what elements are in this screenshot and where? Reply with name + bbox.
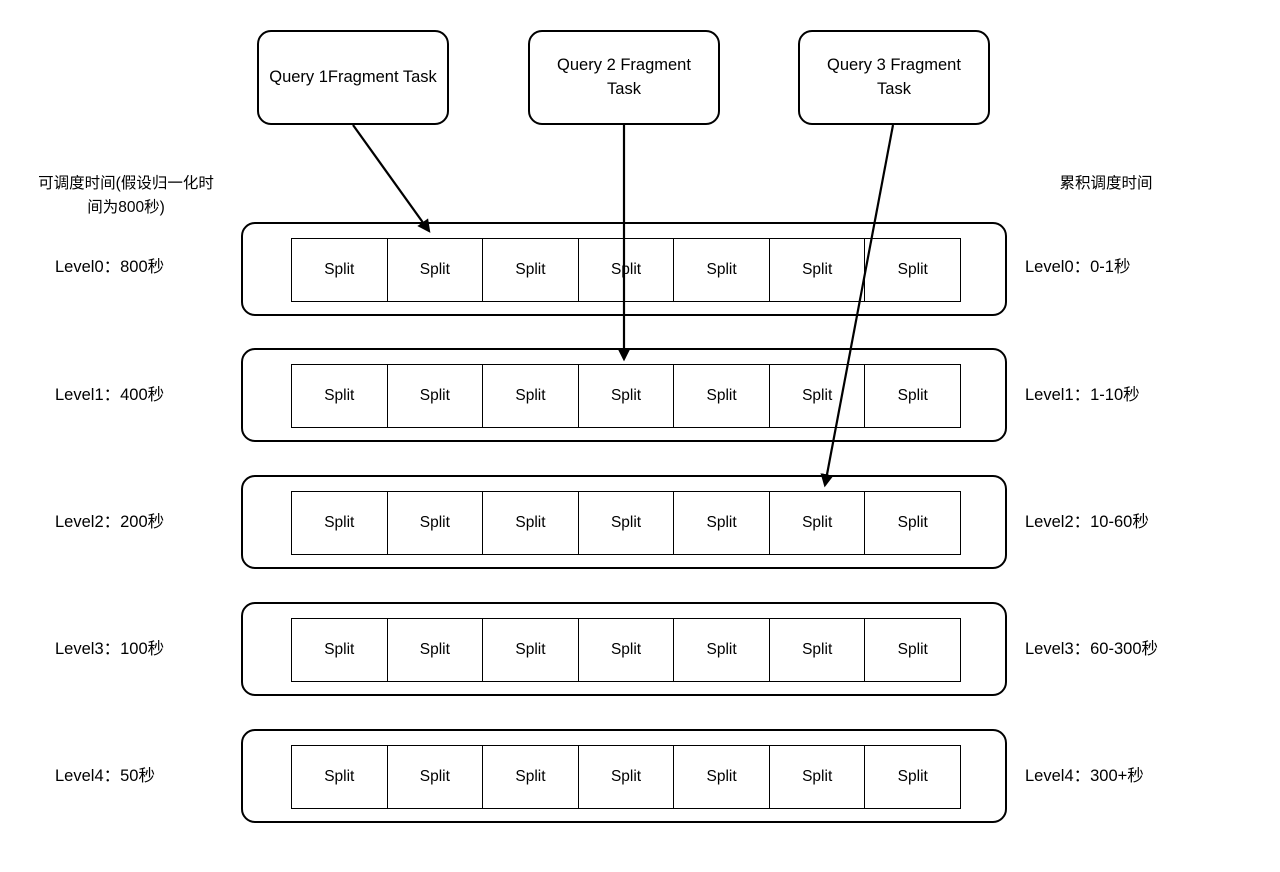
- split-group-2: Split Split Split Split Split Split Spli…: [291, 491, 961, 555]
- split-cell[interactable]: Split: [770, 619, 866, 681]
- split-cell[interactable]: Split: [292, 239, 388, 301]
- split-cell[interactable]: Split: [897, 641, 928, 658]
- left-level-label-3: Level3：100秒: [55, 640, 165, 658]
- left-level-label-0: Level0：800秒: [55, 258, 165, 276]
- level-row-0[interactable]: Split Split Split Split Split Split Spli…: [241, 222, 1007, 316]
- left-level-label-2: Level2：200秒: [55, 513, 165, 531]
- right-level-label-1: Level1：1-10秒: [1025, 386, 1140, 404]
- query-task-box-1[interactable]: Query 1Fragment Task: [257, 30, 449, 125]
- split-cell[interactable]: Split: [388, 492, 484, 554]
- split-cell[interactable]: Split: [579, 619, 675, 681]
- split-cell[interactable]: Split: [579, 492, 675, 554]
- split-cell[interactable]: Split: [388, 619, 484, 681]
- split-cell[interactable]: Split: [897, 768, 928, 785]
- split-cell[interactable]: Split: [770, 746, 866, 808]
- split-group-3: Split Split Split Split Split Split Spli…: [291, 618, 961, 682]
- left-column-header: 可调度时间(假设归一化时间为800秒): [38, 175, 214, 216]
- split-cell[interactable]: Split: [674, 365, 770, 427]
- level-row-1[interactable]: Split Split Split Split Split Split Spli…: [241, 348, 1007, 442]
- split-cell[interactable]: Split: [388, 365, 484, 427]
- split-cell[interactable]: Split: [579, 239, 675, 301]
- right-level-label-2: Level2：10-60秒: [1025, 513, 1149, 531]
- right-level-label-4: Level4：300+秒: [1025, 767, 1144, 785]
- split-cell[interactable]: Split: [483, 746, 579, 808]
- split-cell[interactable]: Split: [483, 365, 579, 427]
- split-group-0: Split Split Split Split Split Split Spli…: [291, 238, 961, 302]
- split-group-4: Split Split Split Split Split Split Spli…: [291, 745, 961, 809]
- query-task-label-2: Query 2 Fragment Task: [557, 56, 691, 98]
- split-cell[interactable]: Split: [388, 239, 484, 301]
- split-cell[interactable]: Split: [483, 619, 579, 681]
- query-task-label-1: Query 1Fragment Task: [269, 67, 437, 86]
- split-cell[interactable]: Split: [292, 619, 388, 681]
- query-task-box-3[interactable]: Query 3 Fragment Task: [798, 30, 990, 125]
- split-cell[interactable]: Split: [388, 746, 484, 808]
- left-level-label-1: Level1：400秒: [55, 386, 165, 404]
- split-cell[interactable]: Split: [483, 492, 579, 554]
- arrow-query1-to-level0: [352, 124, 431, 233]
- query-task-label-3: Query 3 Fragment Task: [827, 56, 961, 98]
- right-column-header: 累积调度时间: [1059, 175, 1153, 192]
- right-level-label-0: Level0：0-1秒: [1025, 258, 1131, 276]
- split-cell[interactable]: Split: [483, 239, 579, 301]
- right-level-label-3: Level3：60-300秒: [1025, 640, 1158, 658]
- level-row-2[interactable]: Split Split Split Split Split Split Spli…: [241, 475, 1007, 569]
- level-row-4[interactable]: Split Split Split Split Split Split Spli…: [241, 729, 1007, 823]
- split-cell[interactable]: Split: [292, 492, 388, 554]
- split-cell[interactable]: Split: [897, 514, 928, 531]
- split-cell[interactable]: Split: [897, 261, 928, 278]
- split-cell[interactable]: Split: [770, 239, 866, 301]
- split-cell[interactable]: Split: [292, 365, 388, 427]
- level-row-3[interactable]: Split Split Split Split Split Split Spli…: [241, 602, 1007, 696]
- split-group-1: Split Split Split Split Split Split Spli…: [291, 364, 961, 428]
- left-level-label-4: Level4：50秒: [55, 767, 155, 785]
- query-task-box-2[interactable]: Query 2 Fragment Task: [528, 30, 720, 125]
- split-cell[interactable]: Split: [292, 746, 388, 808]
- split-cell[interactable]: Split: [674, 746, 770, 808]
- split-cell[interactable]: Split: [674, 492, 770, 554]
- split-cell[interactable]: Split: [897, 387, 928, 404]
- split-cell[interactable]: Split: [674, 239, 770, 301]
- split-cell[interactable]: Split: [579, 365, 675, 427]
- split-cell[interactable]: Split: [674, 619, 770, 681]
- split-cell[interactable]: Split: [579, 746, 675, 808]
- split-cell[interactable]: Split: [770, 365, 866, 427]
- split-cell[interactable]: Split: [770, 492, 866, 554]
